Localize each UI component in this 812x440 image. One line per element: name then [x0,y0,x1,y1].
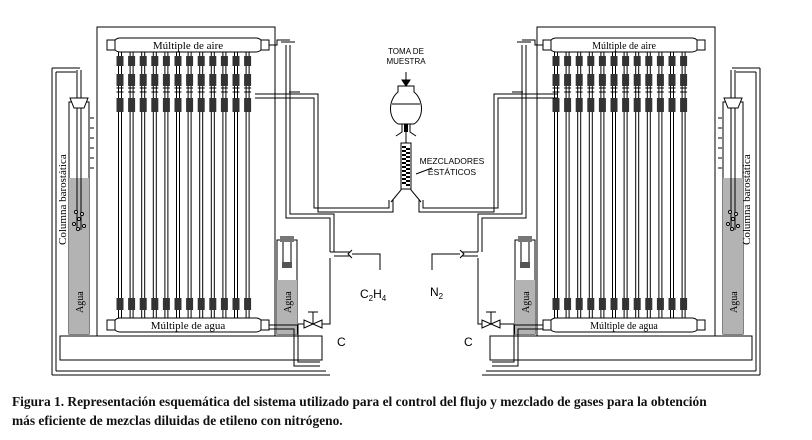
nitrogen-inlet-label: N2 [430,285,444,301]
flow-tube [610,52,618,318]
left-column-label: Columna barostática [57,154,69,245]
right-column-water-label: Agua [729,291,740,313]
flow-tube [244,52,252,318]
left-base-platform [59,335,323,361]
mixer-element [402,146,406,148]
mixer-element [402,162,406,164]
flow-tube [232,52,240,318]
right-water-manifold-label: Múltiple de agua [590,321,658,332]
flow-tube [680,52,688,318]
flow-tube [139,52,147,318]
sample-port-label-line2: MUESTRA [386,57,426,66]
mixer-element [406,180,410,182]
static-mixers-label-line2: ESTÁTICOS [428,167,477,177]
left-flow-unit [51,26,394,376]
mixer-element [402,178,406,180]
flow-tube [575,52,583,318]
right-frame [536,26,716,337]
static-mixer-elements [402,146,410,186]
left-air-manifold-label: Múltiple de aire [153,40,223,52]
left-water-manifold-label: Múltiple de agua [151,320,226,332]
right-gas-bubbles [726,210,740,231]
mixer-element [406,156,410,158]
ethylene-inlet-label: C2H4 [360,287,387,303]
mixer-element [406,148,410,150]
left-barostatic-water [69,178,89,334]
flow-tube [197,52,205,318]
mixer-element [406,160,410,162]
flow-tube [209,52,217,318]
mixer-element [406,152,410,154]
flow-tube [587,52,595,318]
sample-port-label-line1: TOMA DE [388,47,424,56]
mixer-element [402,166,406,168]
flow-tube [151,52,159,318]
right-column-label: Columna barostática [741,154,753,245]
mixer-element [402,154,406,156]
right-air-manifold-label: Múltiple de aire [592,41,656,52]
flow-tube [116,52,124,318]
figure-caption: Figura 1. Representación esquemática del… [12,392,807,430]
right-valve-c-label: C [464,335,473,349]
mixer-element [402,150,406,152]
mixer-element [402,174,406,176]
flow-tube [564,52,572,318]
flow-tube [668,52,676,318]
mixer-element [406,164,410,166]
mixer-assembly [390,72,433,203]
flow-tube [622,52,630,318]
left-valve-c-label: C [337,335,346,349]
right-tube-bank [552,52,688,318]
flow-tube [552,52,560,318]
mixer-element [406,176,410,178]
mixer-element [406,168,410,170]
caption-line-1: Figura 1. Representación esquemática del… [12,394,707,409]
flow-tube [162,52,170,318]
mixer-element [402,158,406,160]
flow-tube [220,52,228,318]
gas-mixing-diagram: Múltiple de aire Múltiple de agua Múltip… [51,26,761,376]
caption-line-2: más eficiente de mezclas diluidas de eti… [12,413,343,428]
flow-tube [645,52,653,318]
flow-tube [633,52,641,318]
right-reservoir-water-label: Agua [521,291,532,313]
flow-tube [174,52,182,318]
flow-tube [186,52,194,318]
mixer-element [406,172,410,174]
left-tube-bank [116,52,252,318]
left-reservoir-water-label: Agua [283,291,294,313]
diagram-labels: Múltiple de aire Múltiple de agua Múltip… [57,40,753,349]
static-mixers-label-line1: MEZCLADORES [420,156,485,166]
mixer-element [402,170,406,172]
left-frame [96,26,276,337]
right-base-platform [489,335,753,361]
left-column-water-label: Agua [75,291,86,313]
right-flow-unit [418,26,761,376]
flow-tube [656,52,664,318]
mixer-element [406,184,410,186]
right-barostatic-water [723,178,743,334]
flow-tube [598,52,606,318]
flow-tube [128,52,136,318]
mixer-element [402,182,406,184]
left-gas-bubbles [72,210,86,231]
sampling-vessel [390,85,422,125]
